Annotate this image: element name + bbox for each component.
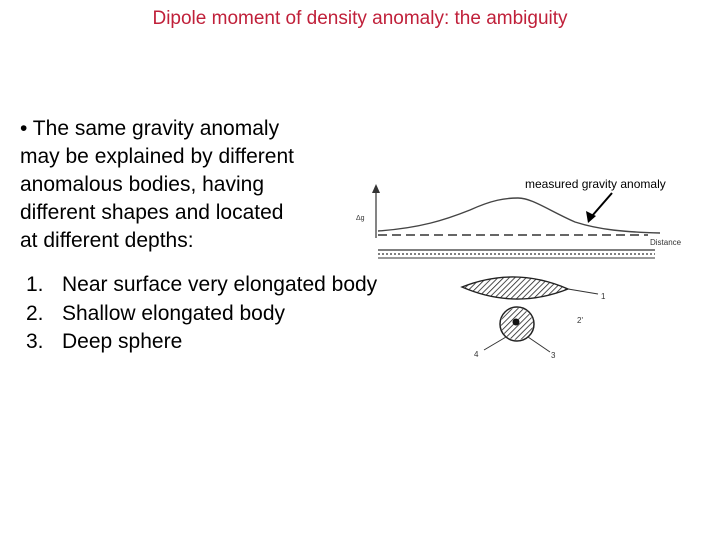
list-number: 3. xyxy=(26,330,44,353)
body-3-pointer xyxy=(527,336,551,353)
y-axis xyxy=(372,184,380,238)
body-4-pointer xyxy=(483,336,507,351)
list-text: Shallow elongated body xyxy=(62,301,286,325)
list-text: Near surface very elongated body xyxy=(62,273,378,296)
body-label-4: 4 xyxy=(474,350,479,359)
annotation-label: measured gravity anomaly xyxy=(525,177,666,191)
list-number: 1. xyxy=(26,273,44,296)
y-axis-label: Δg xyxy=(356,215,365,222)
body-1-pointer xyxy=(567,288,599,295)
near-surface-elongated-body xyxy=(378,249,655,259)
gravity-anomaly-diagram: measured gravity anomaly Δg Distance 1 2… xyxy=(356,177,682,360)
list-text: Deep sphere xyxy=(62,330,183,353)
x-axis-label: Distance xyxy=(650,238,682,247)
bullet-line-1: • The same gravity anomaly xyxy=(20,117,280,140)
body-label-1: 1 xyxy=(601,292,606,301)
bullet-line-3: anomalous bodies, having xyxy=(20,173,265,196)
body-label-2: 2' xyxy=(577,316,583,325)
bullet-line-2: may be explained by different xyxy=(20,145,294,168)
slide-title: Dipole moment of density anomaly: the am… xyxy=(152,8,568,29)
bullet-paragraph: • The same gravity anomaly may be explai… xyxy=(20,115,365,255)
bullet-line-4: different shapes and located xyxy=(20,201,284,224)
list-number: 2. xyxy=(26,301,44,325)
list-item: 3. Deep sphere xyxy=(26,328,446,357)
deep-sphere-body xyxy=(499,306,535,342)
body-label-3: 3 xyxy=(551,351,556,360)
list-item: 1. Near surface very elongated body xyxy=(26,271,446,300)
annotation-arrow xyxy=(586,192,613,223)
numbered-list: 1. Near surface very elongated body 2. S… xyxy=(26,271,446,357)
gravity-anomaly-curve xyxy=(377,197,661,234)
shallow-elongated-body xyxy=(460,276,570,300)
list-item: 2. Shallow elongated body xyxy=(26,300,446,329)
bullet-line-5: at different depths: xyxy=(20,229,194,252)
